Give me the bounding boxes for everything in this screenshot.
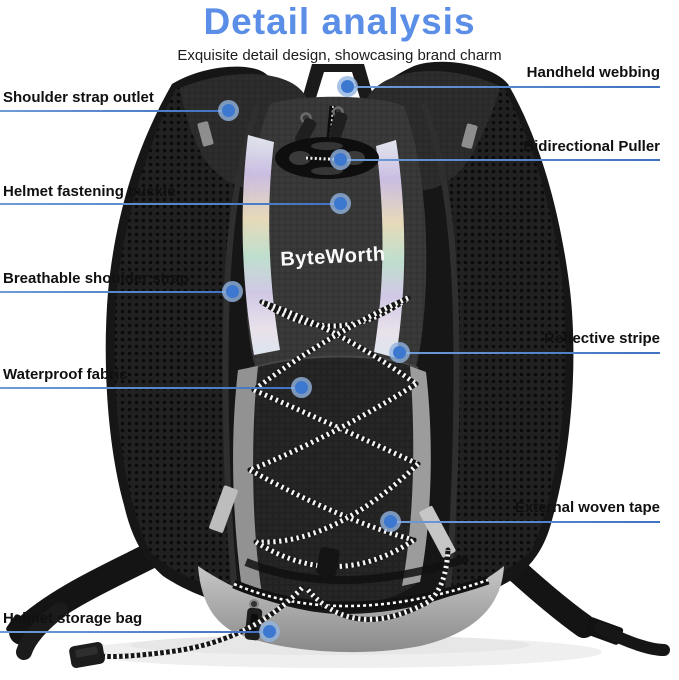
external-woven-tape-right <box>419 505 456 558</box>
drawstring-cord <box>69 547 451 668</box>
callout-line <box>0 110 230 112</box>
edge-binding-right <box>421 102 460 591</box>
shoulder-strap-webbing-left <box>6 535 178 660</box>
callout-label: Shoulder strap outlet <box>3 89 154 106</box>
front-pocket <box>235 356 427 608</box>
external-woven-tape-left <box>209 485 238 533</box>
reflective-stripe-left <box>242 135 280 355</box>
callout-label: Breathable shoulder strap <box>3 270 189 287</box>
callout-line <box>341 159 660 161</box>
callout-label: External woven tape <box>514 499 660 516</box>
page-subtitle: Exquisite detail design, showcasing bran… <box>177 47 502 64</box>
callout-line <box>400 352 660 354</box>
pocket-trim-left <box>233 366 262 594</box>
callout-line <box>0 291 233 293</box>
callout-dot <box>222 104 235 117</box>
bidirectional-puller <box>295 105 348 146</box>
callout-dot <box>393 346 406 359</box>
mesh-wing-right <box>424 86 566 590</box>
edge-binding-left <box>222 103 261 593</box>
callout-label: Helmet fastening buckle <box>3 183 176 200</box>
carry-handle <box>300 64 376 106</box>
callout-line <box>0 203 341 205</box>
header: Detail analysis Exquisite detail design,… <box>0 0 679 64</box>
callout-line <box>391 521 660 523</box>
page-title: Detail analysis <box>203 1 476 42</box>
callout-dot <box>384 515 397 528</box>
callout-label: Bidirectional Puller <box>523 138 660 155</box>
callout-dot <box>341 80 354 93</box>
callout-label: Reflective stripe <box>544 330 660 347</box>
oval-grommet <box>275 137 379 179</box>
callout-dot <box>334 153 347 166</box>
callout-line <box>0 631 270 633</box>
pocket-trim-right <box>402 366 431 586</box>
callout-label: Handheld webbing <box>526 64 660 81</box>
webbing-tab-right <box>461 123 478 149</box>
cord-lock <box>316 547 340 577</box>
pocket-top-edge <box>239 355 419 373</box>
callout-dot <box>263 625 276 638</box>
callout-label: Waterproof fabric <box>3 366 128 383</box>
callout-dot <box>295 381 308 394</box>
callout-line <box>348 86 660 88</box>
callout-dot <box>226 285 239 298</box>
callout-label: Helmet storage bag <box>3 610 143 627</box>
webbing-tab-left <box>197 121 214 147</box>
callout-line <box>0 387 302 389</box>
callout-dot <box>334 197 347 210</box>
mesh-wing-left <box>114 87 259 593</box>
